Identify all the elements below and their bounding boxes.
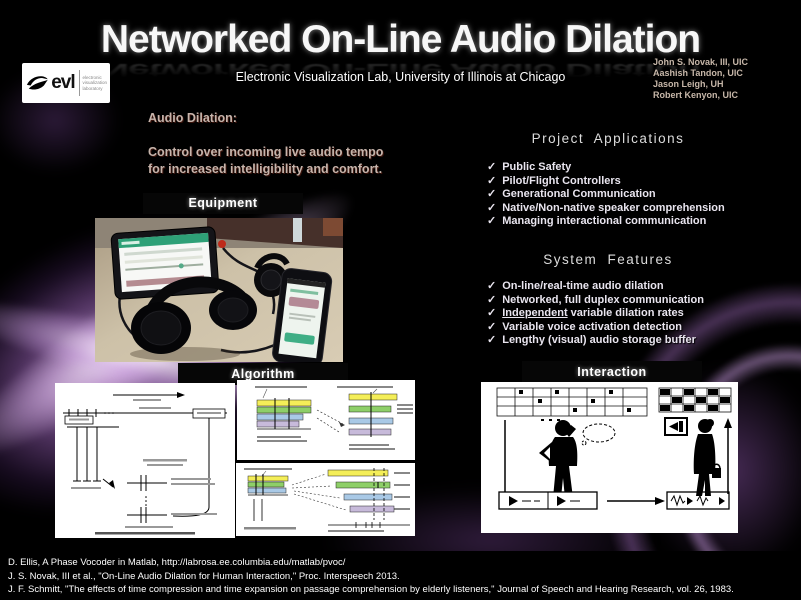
check-icon: ✓ [487,334,497,347]
author: John S. Novak, III, UIC [653,57,749,67]
interaction-section-header: Interaction [522,361,702,383]
check-icon: ✓ [487,280,497,292]
item-label: Networked, full duplex communication [502,293,704,306]
checklist-item: ✓ Networked, full duplex communication [487,294,704,308]
item-label: Public Safety [502,161,572,173]
checklist-item: ✓ Independent variable dilation rates [487,307,704,321]
reference: J. S. Novak, III et al., "On-Line Audio … [8,570,400,582]
item-label: Generational Communication [502,188,656,201]
item-label: Native/Non-native speaker comprehension [502,201,725,214]
algorithm-figure-vocoder [55,383,235,538]
checklist-item: ✓ Public Safety [487,161,725,175]
reference: D. Ellis, A Phase Vocoder in Matlab, htt… [8,557,346,568]
checklist-item: ✓ On-line/real-time audio dilation [487,280,704,294]
author: Robert Kenyon, UIC [653,90,739,100]
checklist-item: ✓ Native/Non-native speaker comprehension [487,202,725,216]
project-applications-list: ✓Public Safety✓Pilot/Flight Controllers✓… [487,161,725,229]
evl-logo-word: evl [51,72,75,93]
project-applications-header: Project Applications [531,131,685,146]
reference: J. F. Schmitt, "The effects of time comp… [8,584,734,595]
system-features-list: ✓ On-line/real-time audio dilation ✓ Networ… [487,280,704,348]
item-label: Managing interactional communication [502,215,707,228]
check-icon: ✓ [487,174,497,187]
intro-heading: Audio Dilation: [148,111,237,125]
check-icon: ✓ [487,307,497,320]
equipment-section-header: Equipment [143,193,303,214]
check-icon: ✓ [487,320,497,333]
poster-title: Networked On-Line Audio Dilation [100,18,701,61]
checklist-item: ✓ Pilot/Flight Controllers [487,175,725,189]
item-label: Independent variable dilation rates [502,307,684,320]
item-label: On-line/real-time audio dilation [502,280,664,292]
evl-swoosh-icon [26,76,48,90]
equipment-photo [95,218,343,362]
item-label: Lengthy (visual) audio storage buffer [502,334,696,347]
item-label: Variable voice activation detection [502,320,682,333]
check-icon: ✓ [487,161,497,173]
checklist-item: ✓ Managing interactional communication [487,215,725,229]
check-icon: ✓ [487,188,497,201]
intro-body: Control over incoming live audio tempo f… [148,145,384,176]
system-features-header: System Features [543,252,673,267]
checklist-item: ✓ Generational Communication [487,188,725,202]
check-icon: ✓ [487,201,497,214]
algorithm-figure-output [236,463,415,536]
check-icon: ✓ [487,293,497,306]
author: Jason Leigh, UH [653,79,724,89]
algorithm-figure-frames [237,380,415,460]
interaction-figure [481,382,738,533]
references-bar: D. Ellis, A Phase Vocoder in Matlab, htt… [0,551,801,600]
evl-logo: evl electronic visualization laboratory [22,63,110,103]
checklist-item: ✓ Variable voice activation detection [487,321,704,335]
checklist-item: ✓ Lengthy (visual) audio storage buffer [487,334,704,348]
evl-logo-caption: electronic visualization laboratory [82,74,107,91]
item-label: Pilot/Flight Controllers [502,174,621,187]
author: Aashish Tandon, UIC [653,68,743,78]
logo-divider [78,70,80,96]
check-icon: ✓ [487,215,497,228]
